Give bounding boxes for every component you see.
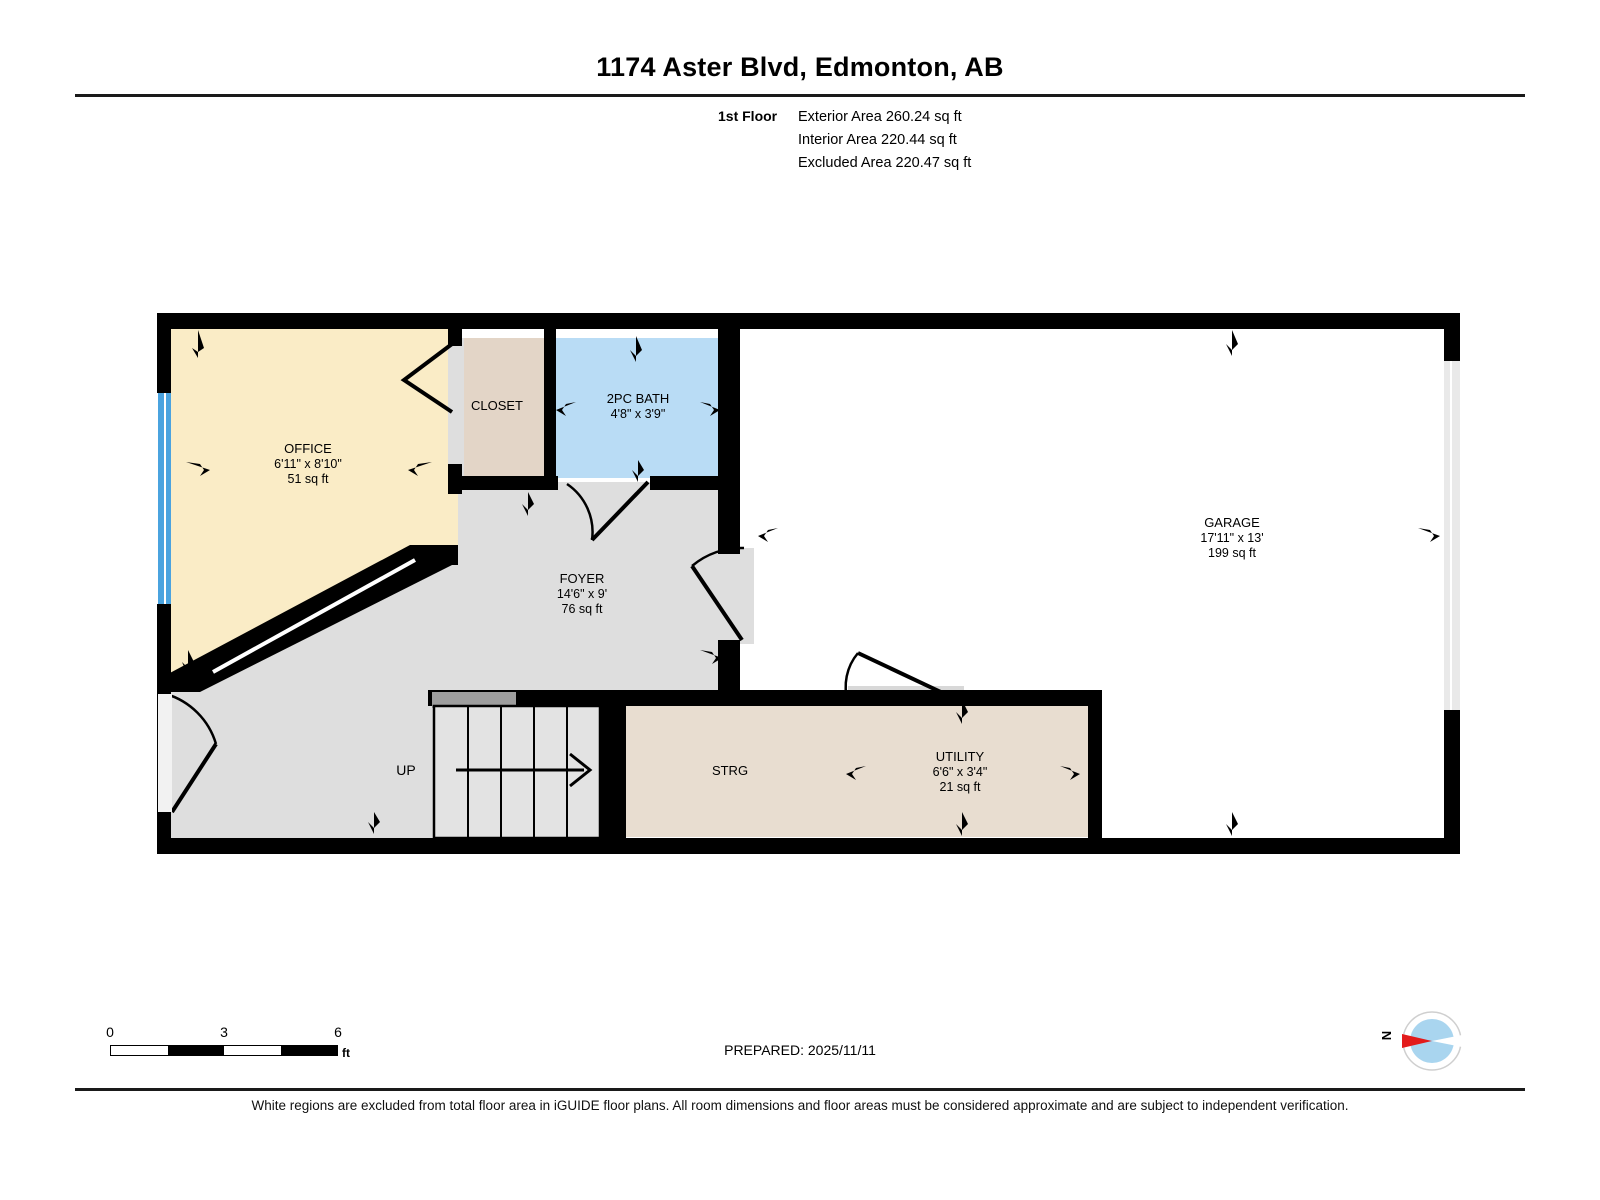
wall-foyer-garage	[718, 640, 740, 704]
door-utility[interactable]	[844, 651, 963, 704]
room-label-bath-dim: 4'8" x 3'9"	[611, 407, 666, 421]
header-divider	[75, 94, 1525, 97]
wall-storage-right	[1088, 690, 1102, 840]
dimension-arrows	[182, 330, 1440, 836]
wall-bath-garage	[718, 322, 740, 554]
window-garage-right	[1444, 361, 1460, 710]
wall-bath-bottom-right	[650, 476, 740, 490]
disclaimer-text: White regions are excluded from total fl…	[251, 1098, 1349, 1113]
door-entry[interactable]	[165, 692, 218, 814]
room-label-utility-dim: 6'6" x 3'4"	[933, 765, 988, 779]
window-office-left	[158, 393, 171, 604]
room-label-foyer-dim: 14'6" x 9'	[557, 587, 607, 601]
wall-entry-nub-upper	[157, 676, 187, 692]
room-label-foyer-name: FOYER	[560, 571, 605, 586]
room-label-bath-name: 2PC BATH	[607, 391, 670, 406]
room-label-office-name: OFFICE	[284, 441, 332, 456]
stairs-up	[432, 692, 602, 840]
wall-exterior-right-upper	[1444, 313, 1460, 361]
wall-office-angle-nub	[410, 545, 458, 565]
wall-office-closet-lower	[448, 464, 462, 494]
wall-exterior-left-upper	[157, 313, 171, 393]
scale-bar: 0 3 6 ft	[95, 1024, 375, 1070]
room-fill-closet	[462, 338, 548, 478]
scale-unit-label: ft	[342, 1046, 350, 1060]
room-label-storage-name: STRG	[712, 763, 748, 778]
door-entry-threshold	[158, 694, 172, 812]
room-label-closet-name: CLOSET	[471, 398, 523, 413]
door-closet-bifold[interactable]	[400, 342, 454, 414]
wall-exterior-bottom-left	[157, 838, 1095, 854]
room-label-utility-area: 21 sq ft	[940, 780, 982, 794]
floor-area-summary: 1st Floor Exterior Area 260.24 sq ft Int…	[718, 108, 1278, 178]
floor-summary-row: Interior Area 220.44 sq ft	[718, 132, 1278, 148]
window-office-angled	[212, 558, 416, 674]
scale-tick-6: 6	[334, 1024, 342, 1040]
room-label-garage-dim: 17'11" x 13'	[1200, 531, 1263, 545]
room-label-garage-area: 199 sq ft	[1208, 546, 1256, 560]
room-label-foyer-area: 76 sq ft	[562, 602, 604, 616]
floor-summary-row: Excluded Area 220.47 sq ft	[718, 155, 1278, 171]
footer-divider	[75, 1088, 1525, 1091]
wall-storage-left	[612, 690, 626, 840]
scale-bar-graphic	[110, 1045, 338, 1056]
threshold-foyer-garage	[738, 548, 754, 644]
interior-area-text: Interior Area 220.44 sq ft	[798, 132, 957, 148]
floor-label: 1st Floor	[718, 108, 778, 124]
room-fill-office	[168, 322, 458, 676]
page-title: 1174 Aster Blvd, Edmonton, AB	[596, 52, 1004, 82]
room-label-garage-name: GARAGE	[1204, 515, 1260, 530]
door-bath[interactable]	[566, 480, 650, 542]
floor-summary-row: 1st Floor Exterior Area 260.24 sq ft	[718, 108, 1278, 125]
compass-north-label: N	[1379, 1030, 1395, 1041]
room-label-office-dim: 6'11" x 8'10"	[274, 457, 342, 471]
wall-storage-top	[612, 690, 1102, 706]
compass-graphic	[1402, 1011, 1462, 1071]
stairs-up-label: UP	[396, 762, 415, 778]
wall-exterior-right-lower	[1444, 710, 1460, 854]
wall-closet-bath	[544, 322, 556, 482]
exterior-area-text: Exterior Area 260.24 sq ft	[798, 109, 962, 125]
threshold-closet	[448, 338, 464, 478]
wall-office-closet-upper	[448, 322, 462, 346]
prepared-date: PREPARED: 2025/11/11	[724, 1042, 876, 1058]
compass-rose: N	[1379, 1010, 1480, 1072]
door-foyer-garage[interactable]	[690, 546, 745, 642]
scale-tick-0: 0	[106, 1024, 114, 1040]
wall-bath-bottom	[462, 476, 558, 490]
wall-exterior-bottom-right	[1095, 838, 1460, 854]
room-label-office-area: 51 sq ft	[288, 472, 330, 486]
scale-tick-3: 3	[220, 1024, 228, 1040]
excluded-area-text: Excluded Area 220.47 sq ft	[798, 155, 972, 171]
room-fill-storage-utility	[620, 704, 1092, 837]
wall-exterior-top	[157, 313, 1460, 329]
room-label-utility-name: UTILITY	[936, 749, 985, 764]
